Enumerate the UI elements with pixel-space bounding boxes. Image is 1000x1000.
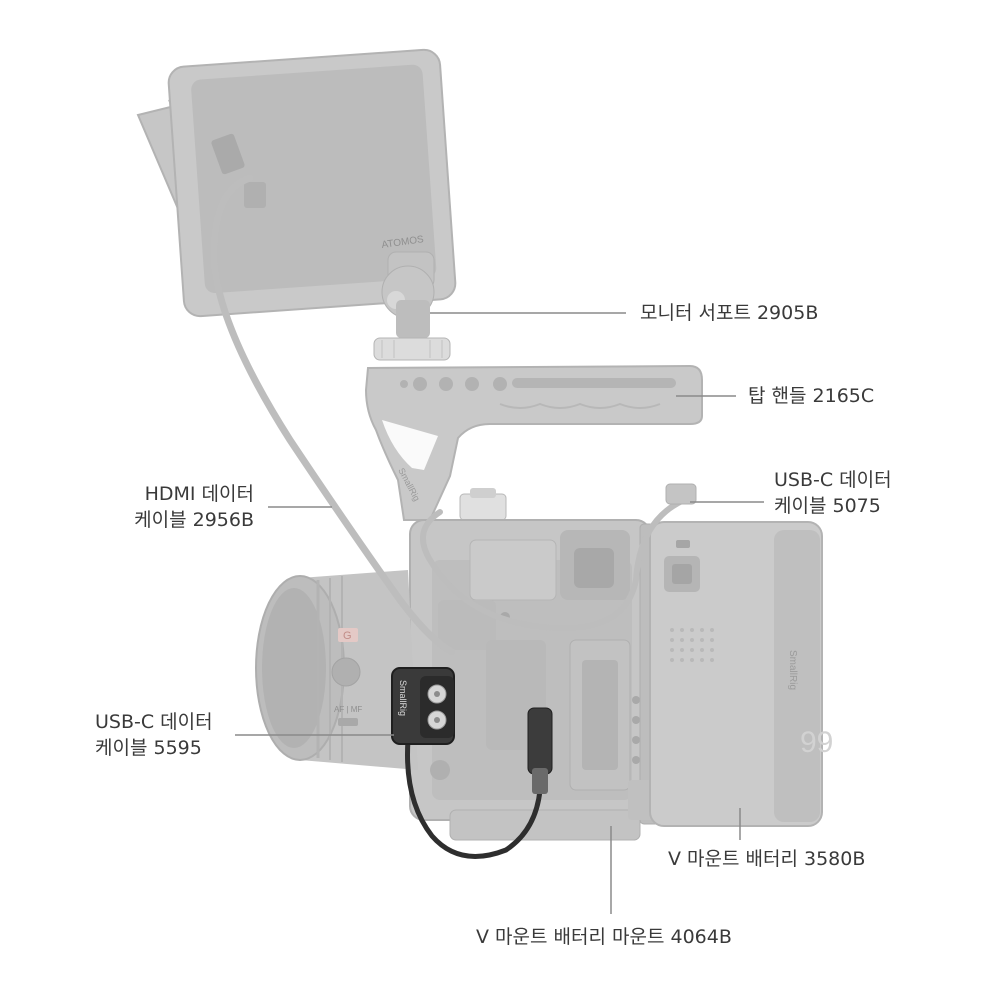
callout-usbc-5595-line2: 케이블 5595	[95, 737, 202, 759]
callout-usbc-5075-line1: USB-C 데이터	[774, 469, 892, 491]
faded-cables	[210, 174, 697, 656]
callout-usbc-cable-5075: USB-C 데이터 케이블 5075	[774, 467, 892, 519]
leader-lines	[235, 312, 764, 914]
callout-hdmi-line1: HDMI 데이터	[144, 483, 254, 505]
callout-usbc-5595-line1: USB-C 데이터	[95, 711, 213, 733]
top-handle: SmallRig	[364, 364, 703, 521]
camera-and-cage	[409, 519, 651, 841]
callout-vmount-battery-mount: V 마운트 배터리 마운트 4064B	[476, 924, 732, 950]
callout-usbc-cable-5595: USB-C 데이터 케이블 5595	[95, 709, 213, 761]
adapter-brand-text: SmallRig	[398, 680, 408, 716]
callout-vmount-battery-line1: V 마운트 배터리 3580B	[668, 848, 866, 870]
lens-switch-text: AF | MF	[334, 705, 362, 714]
battery-brand-text: SmallRig	[787, 650, 798, 690]
callout-top-handle-line1: 탑 핸들 2165C	[748, 385, 875, 407]
callout-usbc-5075-line2: 케이블 5075	[774, 495, 881, 517]
vmount-battery: SmallRig 99	[649, 521, 833, 827]
callout-monitor-support-line1: 모니터 서포트 2905B	[640, 302, 819, 324]
monitor-support	[373, 251, 451, 361]
usbc-adapter-5595: SmallRig	[391, 667, 553, 859]
callout-top-handle: 탑 핸들 2165C	[748, 383, 874, 409]
callout-monitor-support: 모니터 서포트 2905B	[640, 300, 818, 326]
lens-badge-text: G	[343, 630, 352, 642]
callout-vmount-mount-line1: V 마운트 배터리 마운트 4064B	[476, 926, 732, 948]
callout-hdmi-line2: 케이블 2956B	[134, 509, 254, 531]
callout-vmount-battery: V 마운트 배터리 3580B	[668, 846, 865, 872]
svg-text:99: 99	[800, 726, 833, 759]
lens: G AF | MF	[255, 570, 418, 770]
callout-hdmi-cable: HDMI 데이터 케이블 2956B	[88, 481, 254, 533]
